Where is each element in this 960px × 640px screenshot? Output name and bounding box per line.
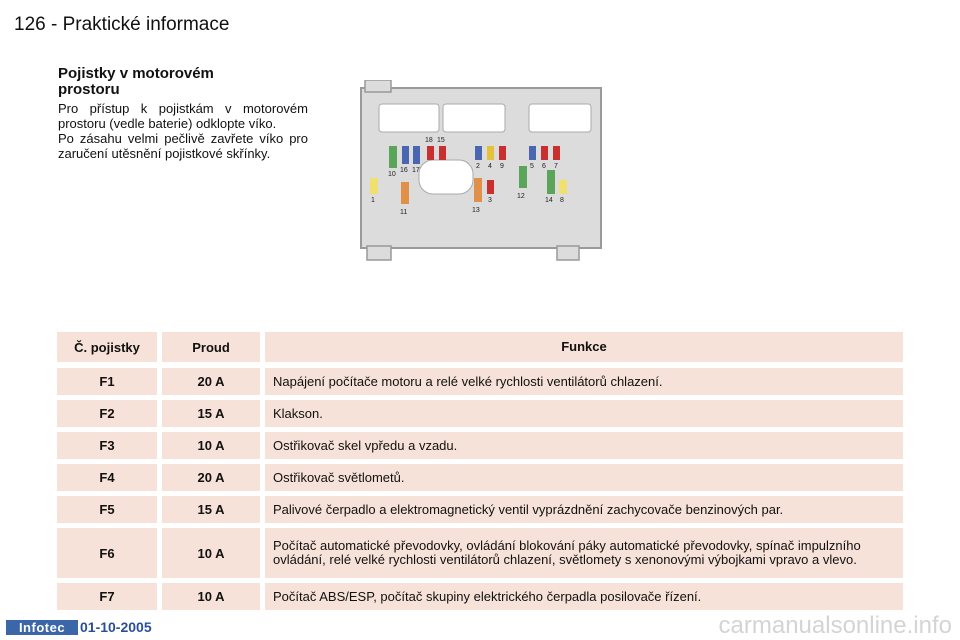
section-title: Pojistky v motorovém prostoru xyxy=(58,65,214,98)
fuse-11 xyxy=(401,182,409,204)
fuse-13 xyxy=(474,178,482,202)
label-10: 10 xyxy=(388,171,396,178)
fuse-id: F2 xyxy=(57,400,157,427)
label-17: 17 xyxy=(412,167,420,174)
label-18: 18 xyxy=(425,137,433,144)
table-header-row: Č. pojistky Proud Funkce xyxy=(57,332,903,362)
table-row: F7 10 A Počítač ABS/ESP, počítač skupiny… xyxy=(57,583,903,610)
fuse-7 xyxy=(553,146,560,160)
label-14: 14 xyxy=(545,197,553,204)
fuse-function: Klakson. xyxy=(265,400,903,427)
table-row: F4 20 A Ostřikovač světlometů. xyxy=(57,464,903,491)
label-9: 9 xyxy=(500,163,504,170)
fuse-function: Ostřikovač skel vpředu a vzadu. xyxy=(265,432,903,459)
table-row: F5 15 A Palivové čerpadlo a elektromagne… xyxy=(57,496,903,523)
paragraph-close: Po zásahu velmi pečlivě zavřete víko pro… xyxy=(58,131,308,161)
fuse-1 xyxy=(370,178,378,194)
label-3: 3 xyxy=(488,197,492,204)
paragraph-access: Pro přístup k pojistkám v motorovém pros… xyxy=(58,101,308,131)
label-13: 13 xyxy=(472,207,480,214)
fuse-current: 10 A xyxy=(162,432,260,459)
label-6: 6 xyxy=(542,163,546,170)
header-function: Funkce xyxy=(265,332,903,362)
fuse-3 xyxy=(487,180,494,194)
fuse-current: 10 A xyxy=(162,528,260,578)
fuse-function: Palivové čerpadlo a elektromagnetický ve… xyxy=(265,496,903,523)
label-8: 8 xyxy=(560,197,564,204)
relay-slot-1 xyxy=(378,103,440,133)
label-1: 1 xyxy=(371,197,375,204)
fuse-box-tab-bottom-left xyxy=(366,245,392,261)
fuse-function: Počítač ABS/ESP, počítač skupiny elektri… xyxy=(265,583,903,610)
fuse-box-tab-top xyxy=(364,80,392,93)
section-name: Praktické informace xyxy=(62,14,230,35)
fuse-current: 10 A xyxy=(162,583,260,610)
fuse-table: Č. pojistky Proud Funkce F1 20 A Napájen… xyxy=(57,332,903,615)
label-4: 4 xyxy=(488,163,492,170)
fuse-2 xyxy=(475,146,482,160)
fuse-current: 15 A xyxy=(162,400,260,427)
fuse-current: 15 A xyxy=(162,496,260,523)
watermark: carmanualsonline.info xyxy=(718,612,952,639)
fuse-9 xyxy=(499,146,506,160)
fuse-id: F5 xyxy=(57,496,157,523)
relay-slot-3 xyxy=(528,103,592,133)
page-header: 126 - Praktické informace xyxy=(14,14,229,36)
fuse-function: Ostřikovač světlometů. xyxy=(265,464,903,491)
table-row: F2 15 A Klakson. xyxy=(57,400,903,427)
fuse-12 xyxy=(519,166,527,188)
fuse-4 xyxy=(487,146,494,160)
fuse-6 xyxy=(541,146,548,160)
fuse-18 xyxy=(427,146,434,160)
label-2: 2 xyxy=(476,163,480,170)
fuse-10 xyxy=(389,146,397,168)
label-11: 11 xyxy=(400,209,407,216)
fuse-16 xyxy=(402,146,409,164)
relay-slot-2 xyxy=(442,103,506,133)
fuse-function: Napájení počítače motoru a relé velké ry… xyxy=(265,368,903,395)
fuse-box-tab-bottom-right xyxy=(556,245,580,261)
fuse-id: F4 xyxy=(57,464,157,491)
fuse-17 xyxy=(413,146,420,164)
header-fuse: Č. pojistky xyxy=(57,332,157,362)
fuse-14 xyxy=(547,170,555,194)
header-current: Proud xyxy=(162,332,260,362)
label-12: 12 xyxy=(517,193,525,200)
infotec-logo: Infotec xyxy=(6,620,78,635)
fuse-id: F7 xyxy=(57,583,157,610)
label-7: 7 xyxy=(554,163,558,170)
fuse-current: 20 A xyxy=(162,464,260,491)
table-row: F6 10 A Počítač automatické převodovky, … xyxy=(57,528,903,578)
page-number: 126 xyxy=(14,14,46,35)
fuse-function: Počítač automatické převodovky, ovládání… xyxy=(265,528,903,578)
table-row: F3 10 A Ostřikovač skel vpředu a vzadu. xyxy=(57,432,903,459)
center-opening xyxy=(418,159,474,195)
fuse-id: F1 xyxy=(57,368,157,395)
label-5: 5 xyxy=(530,163,534,170)
footer-date: 01-10-2005 xyxy=(80,619,152,635)
fuse-8 xyxy=(559,180,567,194)
table-row: F1 20 A Napájení počítače motoru a relé … xyxy=(57,368,903,395)
fuse-5 xyxy=(529,146,536,160)
fuse-id: F6 xyxy=(57,528,157,578)
fuse-id: F3 xyxy=(57,432,157,459)
label-15: 15 xyxy=(437,137,445,144)
header-separator: - xyxy=(50,14,58,35)
fuse-current: 20 A xyxy=(162,368,260,395)
label-16: 16 xyxy=(400,167,408,174)
fuse-box-diagram: 10 16 17 18 15 2 4 9 5 6 7 1 11 3 13 12 … xyxy=(360,80,602,261)
fuse-15 xyxy=(439,146,446,160)
